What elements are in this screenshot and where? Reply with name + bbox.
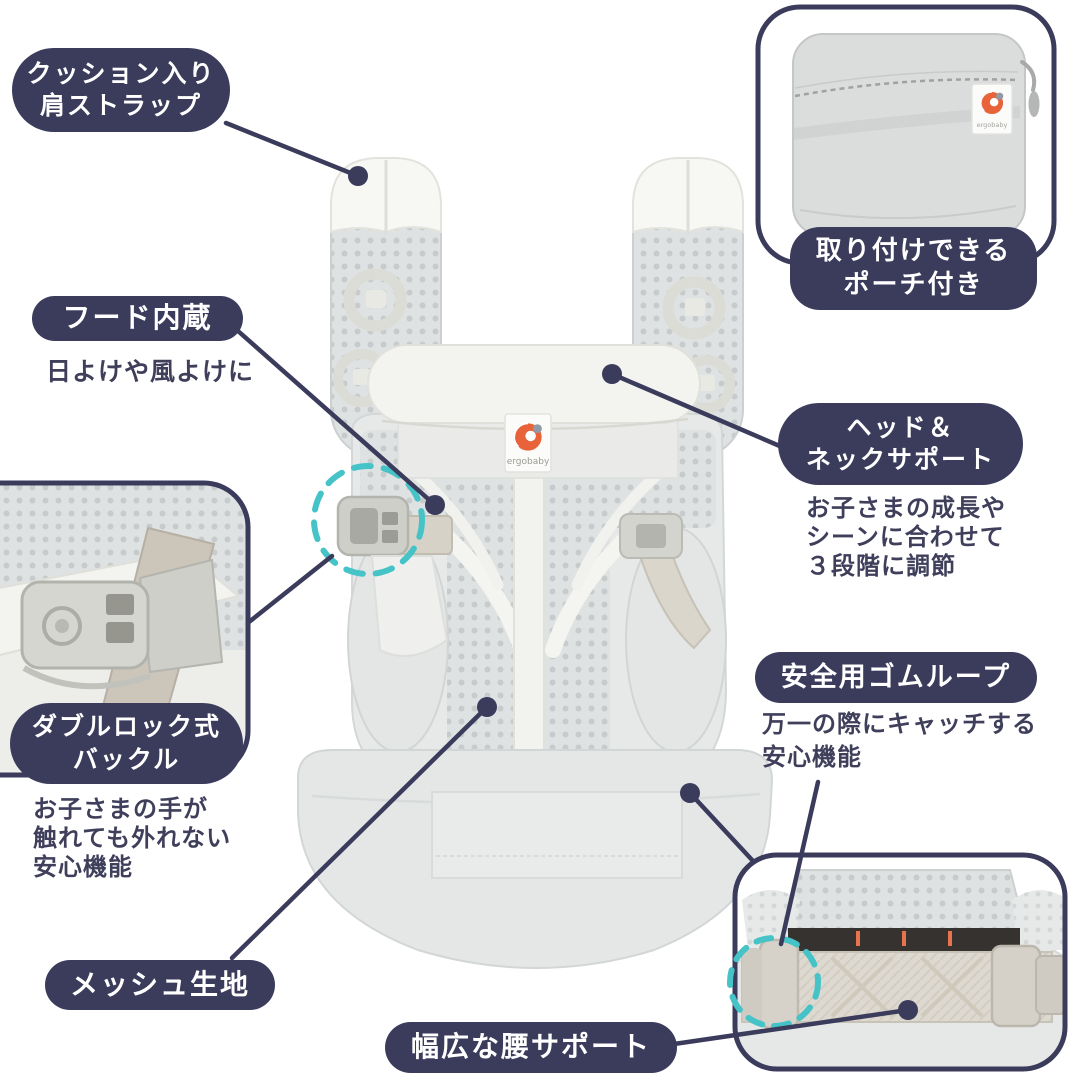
waist-belt-inset (727, 852, 1068, 1072)
label-shoulder-strap: クッション入り 肩ストラップ (12, 48, 230, 132)
label-head-neck-line1: ヘッド＆ (846, 412, 955, 442)
label-pouch: 取り付けできる ポーチ付き (790, 227, 1037, 310)
pouch-brand-tag: ergobaby (971, 83, 1013, 135)
side-strap (619, 513, 712, 650)
head-neck-support-pillow (367, 344, 701, 424)
label-hood: フード内蔵 (32, 296, 243, 341)
note-head-neck-line2: シーンに合わせて (806, 523, 1005, 551)
svg-text:ergobaby: ergobaby (977, 121, 1008, 129)
connector-head-neck (609, 371, 785, 450)
baby-carrier-product: ergobaby (297, 157, 774, 969)
connector-belt-inset (687, 790, 756, 864)
label-waist-text: 幅広な腰サポート (410, 1030, 651, 1064)
label-mesh: メッシュ生地 (45, 960, 275, 1010)
note-hood: 日よけや風よけに (46, 352, 254, 388)
connector-hood (235, 328, 438, 508)
connector-waist (671, 1007, 911, 1047)
buckle-closeup (20, 558, 224, 690)
ergobaby-logo-text: ergobaby (507, 457, 550, 467)
note-head-neck-line3: ３段階に調節 (806, 552, 956, 580)
note-double-lock-line3: 安心機能 (33, 853, 133, 881)
label-double-lock: ダブルロック式 バックル (10, 703, 243, 784)
label-double-lock-line1: ダブルロック式 (31, 712, 221, 741)
label-hood-text: フード内蔵 (62, 301, 213, 335)
label-safety-loop-text: 安全用ゴムループ (780, 661, 1012, 693)
waist-support-belt (297, 749, 774, 969)
note-safety-loop: 万一の際にキャッチする 安心機能 (762, 708, 1037, 774)
note-safety-loop-line2: 安心機能 (762, 743, 862, 771)
connector-mesh (229, 704, 490, 961)
note-double-lock-line2: 触れても外れない (33, 824, 232, 852)
label-mesh-text: メッシュ生地 (69, 967, 250, 1001)
label-pouch-line2: ポーチ付き (843, 269, 984, 300)
label-waist: 幅広な腰サポート (385, 1022, 677, 1073)
callout-connectors (223, 120, 918, 1047)
pouch-inset: ergobaby (755, 4, 1057, 266)
connector-buckle-inset (246, 553, 335, 625)
label-safety-loop: 安全用ゴムループ (755, 652, 1037, 703)
label-head-neck-line2: ネックサポート (805, 445, 995, 474)
note-hood-line1: 日よけや風よけに (46, 357, 255, 386)
safety-rubber-loop (758, 938, 800, 1030)
label-shoulder-strap-line1: クッション入り (26, 58, 216, 88)
connector-safety-loop (778, 779, 821, 947)
label-head-neck: ヘッド＆ ネックサポート (778, 403, 1023, 485)
waist-belt-inset-border (732, 852, 1068, 1072)
label-double-lock-line2: バックル (72, 744, 181, 774)
note-double-lock: お子さまの手が 触れても外れない 安心機能 (33, 795, 231, 882)
buckle-inset (0, 480, 251, 778)
highlight-circle-loop (727, 935, 821, 1029)
connector-shoulder (223, 120, 361, 179)
note-double-lock-line1: お子さまの手が (33, 795, 208, 823)
ergobaby-logo-tag: ergobaby (504, 413, 552, 473)
note-head-neck: お子さまの成長や シーンに合わせて ３段階に調節 (806, 494, 1006, 581)
label-pouch-line1: 取り付けできる (815, 235, 1012, 266)
label-shoulder-strap-line2: 肩ストラップ (39, 91, 202, 120)
note-head-neck-line1: お子さまの成長や (806, 494, 1006, 522)
chest-buckle (336, 495, 453, 657)
highlight-circle-buckle (311, 463, 425, 577)
note-safety-loop-line1: 万一の際にキャッチする (762, 710, 1037, 738)
